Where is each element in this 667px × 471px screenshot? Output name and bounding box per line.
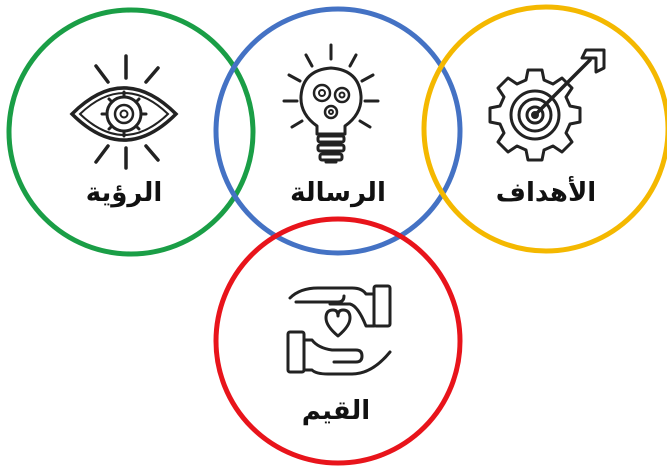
eye-gear-icon bbox=[69, 54, 179, 170]
values-label: القيم bbox=[301, 396, 371, 426]
values-ring bbox=[213, 216, 463, 466]
gear-target-arrow-icon bbox=[488, 48, 606, 162]
hands-heart-icon bbox=[286, 284, 392, 376]
lightbulb-gears-icon bbox=[282, 43, 380, 164]
mission-ring bbox=[213, 6, 463, 256]
goals-ring bbox=[421, 4, 667, 254]
vision-ring bbox=[6, 7, 256, 257]
mission-label: الرسالة bbox=[290, 178, 386, 208]
goals-label: الأهداف bbox=[495, 178, 597, 208]
vision-label: الرؤية bbox=[85, 178, 163, 208]
